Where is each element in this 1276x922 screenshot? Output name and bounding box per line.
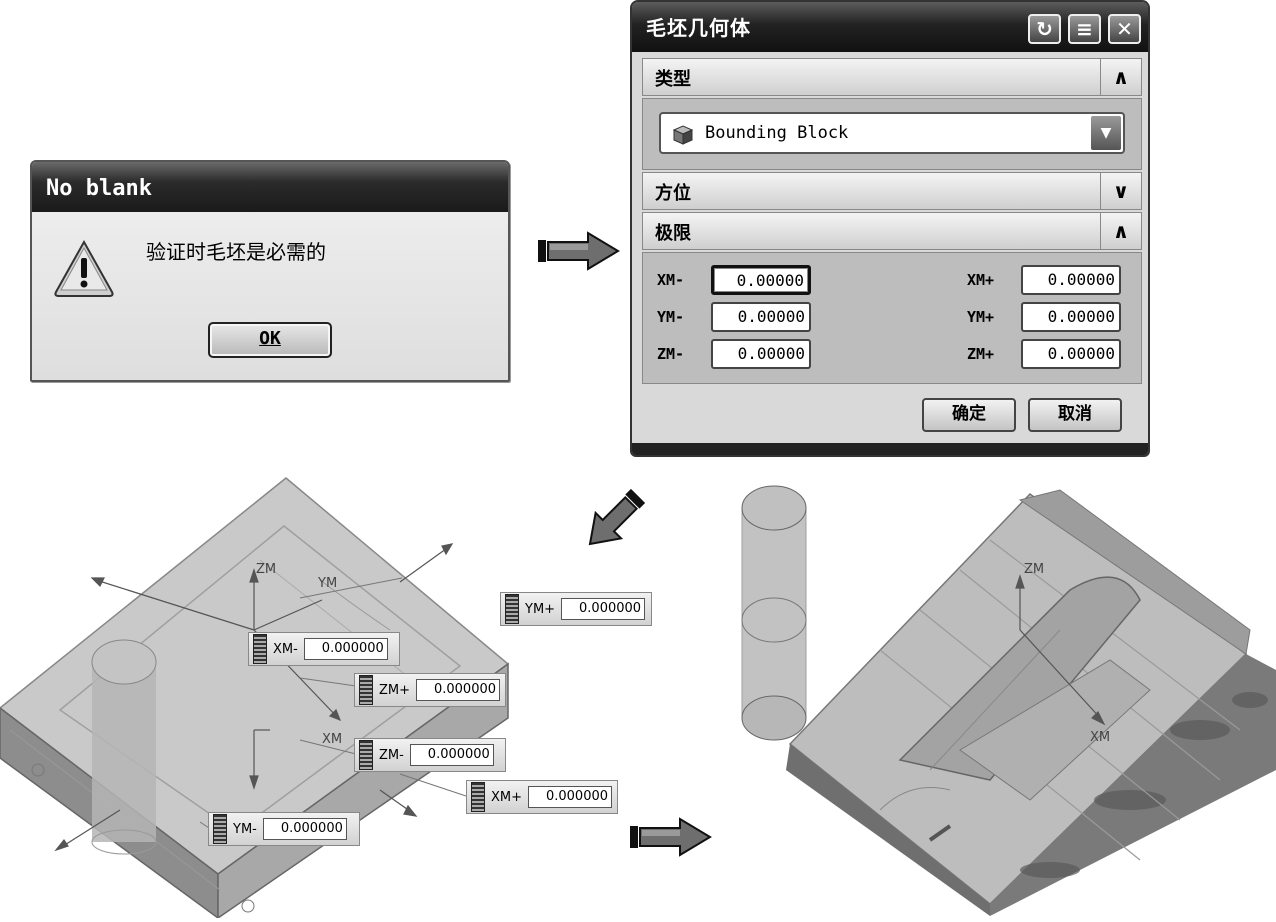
limits-panel: XM- 0.00000 YM- 0.00000 ZM- 0.00000 XM+ …	[642, 252, 1142, 384]
grip-icon[interactable]	[505, 594, 519, 624]
right-viewport[interactable]: ZM XM	[730, 480, 1276, 920]
zm-minus-handle-input[interactable]: 0.000000	[409, 744, 494, 766]
xm-plus-handle-input[interactable]: 0.000000	[528, 786, 613, 808]
xm-axis-label: XM	[1090, 730, 1111, 745]
zm-plus-handle-input[interactable]: 0.000000	[416, 679, 501, 701]
dropdown-arrow-icon[interactable]: ▼	[1091, 116, 1121, 150]
ym-minus-handle-input[interactable]: 0.000000	[262, 818, 347, 840]
type-panel: Bounding Block ▼	[642, 98, 1142, 170]
chevron-down-icon[interactable]: ∨	[1100, 173, 1141, 209]
no-blank-dialog-title: No blank	[32, 162, 508, 212]
xm-plus-input[interactable]: 0.00000	[1021, 265, 1121, 295]
cube-icon	[671, 123, 695, 149]
grip-icon[interactable]	[253, 634, 267, 664]
left-viewport[interactable]: ZM YM XM YM+ 0.000000 XM- 0.000000 ZM+ 0…	[0, 470, 652, 922]
zm-plus-label: ZM+	[967, 345, 995, 363]
section-orientation[interactable]: 方位 ∨	[642, 172, 1142, 210]
section-orientation-label: 方位	[655, 183, 691, 204]
xm-plus-handle-label: XM+	[491, 789, 523, 805]
zm-axis-label: ZM	[1024, 562, 1045, 577]
ym-minus-handle[interactable]: YM- 0.000000	[208, 812, 360, 846]
xm-minus-handle-label: XM-	[273, 641, 298, 657]
section-type-label: 类型	[655, 69, 691, 90]
xm-axis-label: XM	[322, 732, 343, 747]
ok-button[interactable]: OK	[208, 322, 332, 358]
zm-minus-handle[interactable]: ZM- 0.000000	[354, 738, 506, 772]
ym-plus-handle-label: YM+	[525, 601, 556, 617]
ym-minus-label: YM-	[657, 308, 685, 326]
ym-plus-label: YM+	[967, 308, 995, 326]
blank-dialog-titlebar: 毛坯几何体 ↻ ≡ ✕	[632, 2, 1148, 52]
ok-button-label: OK	[259, 328, 281, 349]
chevron-up-icon[interactable]: ∧	[1100, 59, 1141, 95]
xm-minus-handle-input[interactable]: 0.000000	[303, 638, 388, 660]
section-limits[interactable]: 极限 ∧	[642, 212, 1142, 250]
xm-minus-label: XM-	[657, 271, 685, 289]
zm-minus-handle-label: ZM-	[379, 747, 404, 763]
grip-icon[interactable]	[213, 814, 227, 844]
down-left-arrow-icon	[578, 484, 650, 560]
blank-geometry-dialog: 毛坯几何体 ↻ ≡ ✕ 类型 ∧ Bounding Block ▼ 方位 ∨ 极…	[630, 0, 1150, 457]
no-blank-dialog: No blank 验证时毛坯是必需的 OK	[30, 160, 510, 382]
no-blank-message: 验证时毛坯是必需的	[146, 240, 326, 264]
zm-axis-label: ZM	[256, 562, 277, 577]
xm-minus-input[interactable]: 0.00000	[711, 265, 811, 295]
zm-plus-input[interactable]: 0.00000	[1021, 339, 1121, 369]
grip-icon[interactable]	[471, 782, 485, 812]
ym-plus-handle[interactable]: YM+ 0.000000	[500, 592, 652, 626]
type-select-value: Bounding Block	[705, 123, 849, 143]
xm-plus-handle[interactable]: XM+ 0.000000	[466, 780, 618, 814]
blank-dialog-title: 毛坯几何体	[646, 16, 751, 40]
right-arrow-icon	[536, 230, 622, 276]
warning-icon	[52, 238, 116, 302]
zm-minus-input[interactable]: 0.00000	[711, 339, 811, 369]
right-arrow-icon	[628, 816, 714, 862]
ym-minus-input[interactable]: 0.00000	[711, 302, 811, 332]
ym-plus-handle-input[interactable]: 0.000000	[561, 598, 646, 620]
zm-plus-handle-label: ZM+	[379, 682, 411, 698]
close-icon[interactable]: ✕	[1108, 14, 1141, 44]
confirm-button[interactable]: 确定	[922, 398, 1016, 432]
section-limits-label: 极限	[655, 223, 691, 244]
menu-icon[interactable]: ≡	[1068, 14, 1101, 44]
ym-minus-handle-label: YM-	[233, 821, 257, 837]
grip-icon[interactable]	[359, 675, 373, 705]
type-select[interactable]: Bounding Block ▼	[659, 112, 1125, 154]
section-type[interactable]: 类型 ∧	[642, 58, 1142, 96]
xm-plus-label: XM+	[967, 271, 995, 289]
xm-minus-handle[interactable]: XM- 0.000000	[248, 632, 400, 666]
zm-minus-label: ZM-	[657, 345, 685, 363]
cancel-button[interactable]: 取消	[1028, 398, 1122, 432]
grip-icon[interactable]	[359, 740, 373, 770]
chevron-up-icon[interactable]: ∧	[1100, 213, 1141, 249]
zm-plus-handle[interactable]: ZM+ 0.000000	[354, 673, 506, 707]
reset-icon[interactable]: ↻	[1028, 14, 1061, 44]
dialog-bottom-bar	[632, 443, 1148, 455]
ym-plus-input[interactable]: 0.00000	[1021, 302, 1121, 332]
ym-axis-label: YM	[318, 576, 338, 591]
